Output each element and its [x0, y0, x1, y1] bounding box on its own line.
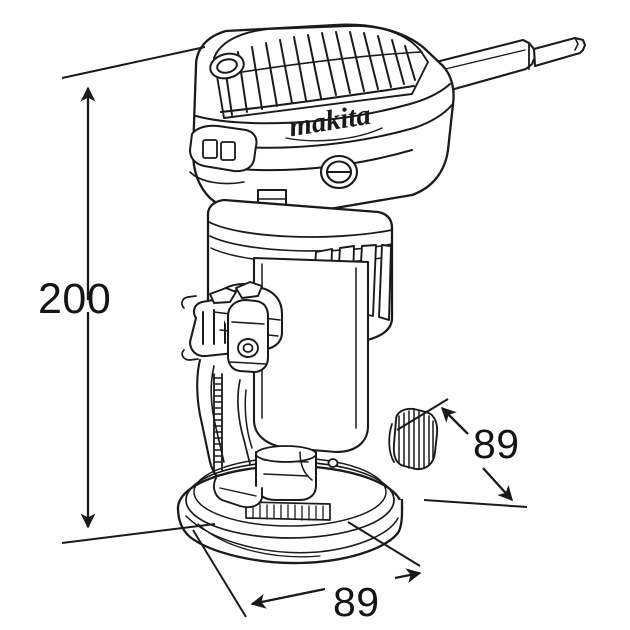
collet-assembly [255, 445, 317, 501]
brush-cap-screw [319, 154, 359, 190]
extension-line-lower [423, 499, 528, 508]
extension-line-bottom [61, 523, 216, 544]
dimension-width-right-89 [396, 398, 528, 508]
extension-line-left [192, 529, 247, 618]
dim-arrow-left [250, 587, 326, 609]
barrel-front-panel [252, 256, 370, 454]
extension-line-right [347, 521, 421, 567]
extension-line-top [61, 46, 206, 79]
dim-arrow-upleft [440, 406, 469, 435]
bracket-knobs [209, 281, 263, 304]
sub-base-scale [245, 501, 331, 521]
pivot-block [227, 299, 269, 373]
dimension-label-width-right: 89 [473, 421, 520, 467]
power-cord [434, 36, 587, 95]
slide-switch [189, 124, 258, 185]
dim-arrow-right [394, 568, 422, 583]
dimension-label-width-bottom: 89 [333, 579, 380, 625]
dimension-height-200 [61, 46, 216, 544]
mount-screw-hole [327, 458, 339, 468]
housing-boss [209, 52, 245, 80]
bracket-detail-lines [244, 389, 313, 481]
dimension-width-bottom-89 [192, 521, 422, 618]
sub-base-tab [213, 477, 263, 509]
router-illustration: makita [176, 23, 587, 565]
knurled-adjustment-knob [388, 407, 439, 470]
dimension-label-height: 200 [38, 275, 112, 323]
dim-arrow-downright [482, 467, 514, 502]
extension-line-upper [396, 398, 449, 431]
